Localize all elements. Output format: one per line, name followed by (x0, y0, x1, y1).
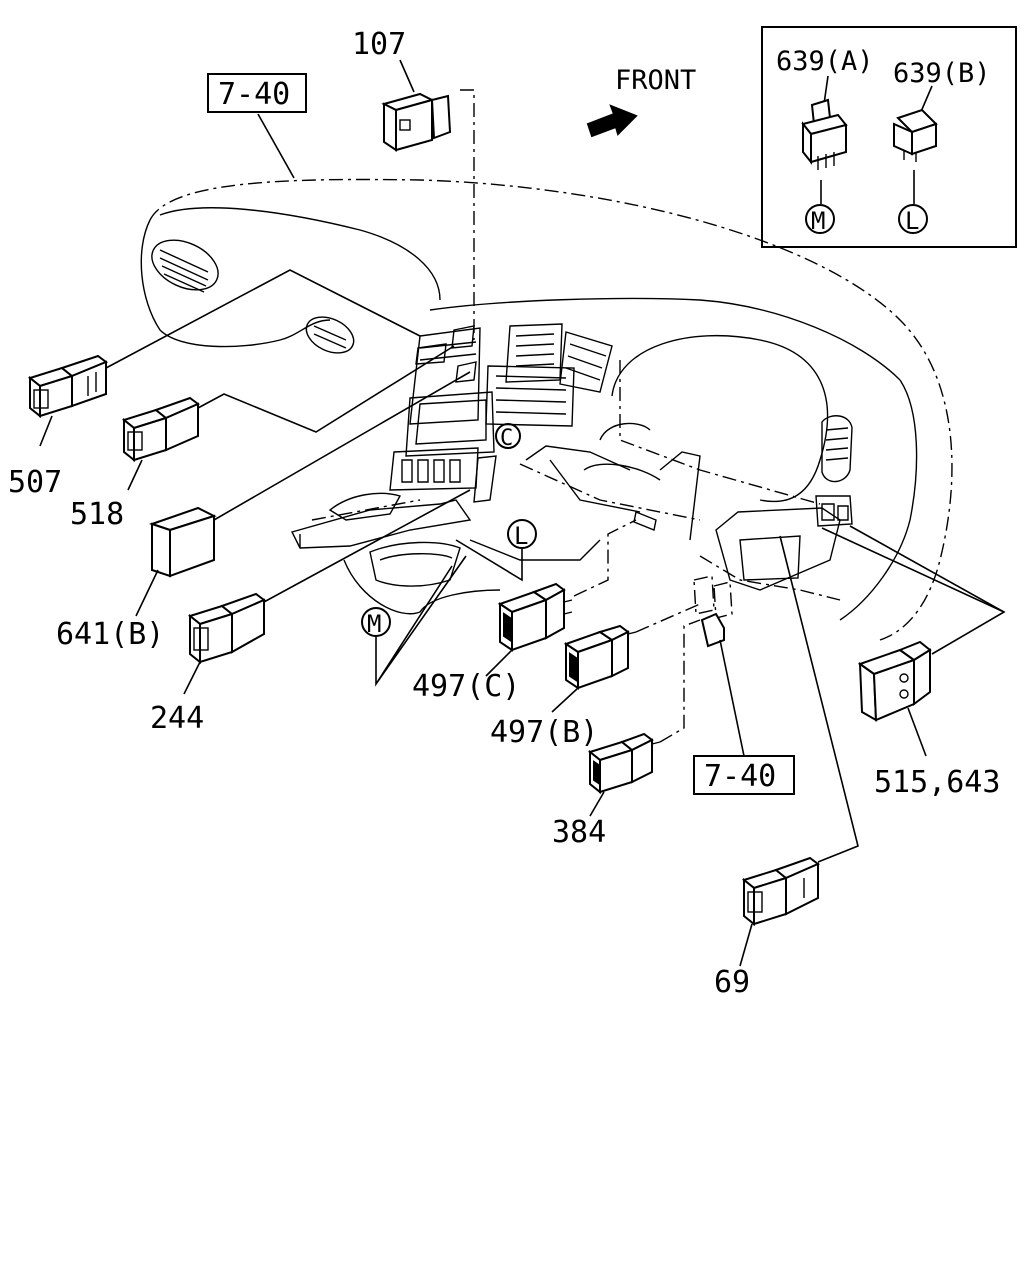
label-497b: 497(B) (490, 715, 598, 750)
dashboard-outline (140, 178, 953, 641)
part-384: 384 (552, 619, 701, 850)
part-497b: 497(B) (490, 603, 701, 750)
label-384: 384 (552, 815, 606, 850)
part-107: 107 (352, 27, 475, 340)
callout-l-inset-text: L (905, 207, 919, 235)
switch-639b (893, 85, 938, 204)
part-497c: 497(C) (412, 519, 637, 704)
label-639a: 639(A) (776, 46, 874, 77)
label-515-643: 515,643 (874, 765, 1000, 800)
right-vent (821, 415, 853, 483)
callout-c: C (495, 423, 521, 451)
callout-m-inset-text: M (811, 207, 825, 235)
center-stack (389, 325, 575, 503)
center-vents (505, 323, 613, 393)
label-641b: 641(B) (56, 617, 164, 652)
callout-l-inset (898, 204, 928, 234)
ref-box-top: 7-40 (207, 73, 307, 179)
part-518: 518 (70, 345, 455, 532)
callout-l-main: L (455, 519, 537, 582)
part-641b: 641(B) (56, 371, 471, 652)
label-507: 507 (8, 465, 62, 500)
inset-box: 639(A) 639(B) M L (761, 26, 1017, 248)
ref-box-bottom: 7-40 (693, 755, 795, 795)
front-indicator: FRONT (586, 65, 696, 138)
label-639b: 639(B) (893, 58, 991, 89)
front-arrow-icon (586, 104, 638, 138)
callout-m-main: M (361, 555, 467, 687)
ref-7-40-top-text: 7-40 (218, 77, 290, 112)
ref-7-40-bottom-text: 7-40 (704, 759, 776, 794)
part-515-643: 515,643 (821, 525, 1006, 800)
label-69: 69 (714, 965, 750, 1000)
part-69: 69 (714, 535, 859, 1000)
label-497c: 497(C) (412, 669, 520, 704)
console (290, 445, 853, 615)
callout-c-text: C (500, 426, 513, 451)
front-label: FRONT (615, 65, 696, 96)
label-244: 244 (150, 701, 204, 736)
bracket-7-40 (693, 575, 745, 757)
part-507: 507 (8, 269, 421, 500)
label-107: 107 (352, 27, 406, 62)
label-518: 518 (70, 497, 124, 532)
callout-l-main-text: L (514, 522, 528, 550)
left-vent (151, 239, 355, 354)
callout-m-inset (805, 204, 835, 234)
part-244: 244 (150, 489, 471, 736)
switch-639a (801, 75, 848, 204)
callout-m-main-text: M (367, 610, 381, 638)
